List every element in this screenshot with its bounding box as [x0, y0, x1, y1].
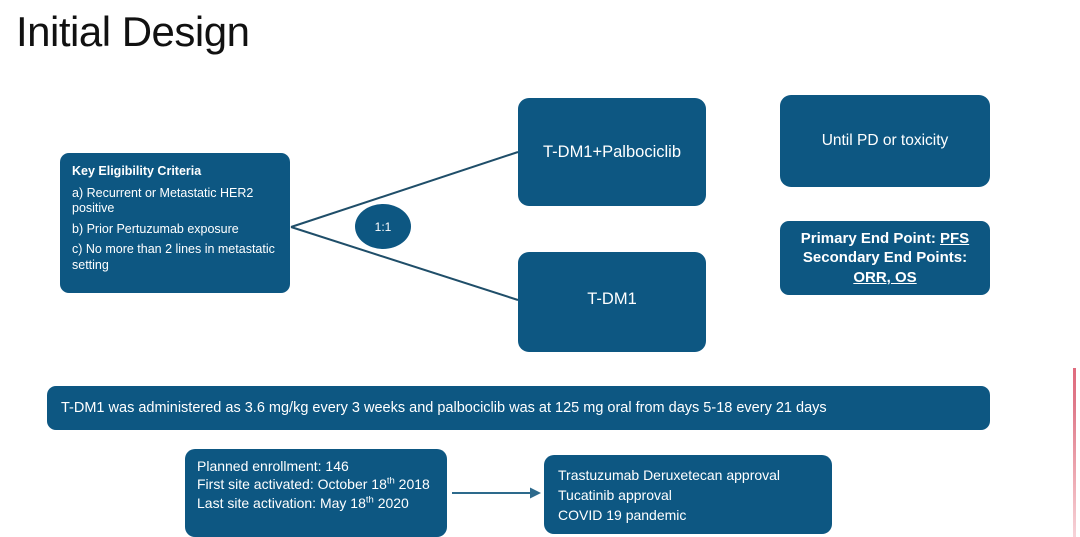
page-title: Initial Design: [16, 8, 250, 55]
enrollment-to-events-arrowhead: [530, 487, 541, 499]
eligibility-criteria-heading: Key Eligibility Criteria: [72, 164, 202, 178]
eligibility-criteria-box: Key Eligibility Criteria a) Recurrent or…: [60, 153, 290, 293]
first-site-ordinal: th: [386, 475, 395, 487]
first-site-activated-line: First site activated: October 18th 2018: [197, 475, 437, 493]
treatment-arm-2-box: T-DM1: [518, 252, 706, 352]
primary-endpoint-line: Primary End Point: PFS: [801, 229, 969, 249]
event-line-3: COVID 19 pandemic: [558, 506, 687, 523]
eligibility-criteria-item-c: c) No more than 2 lines in metastatic se…: [72, 242, 275, 272]
eligibility-criteria-item-a: a) Recurrent or Metastatic HER2 positive: [72, 185, 254, 216]
secondary-endpoint-value: ORR, OS: [853, 268, 917, 286]
secondary-endpoint-label: Secondary End Points:: [802, 249, 968, 267]
last-site-activation-line: Last site activation: May 18th 2020: [197, 494, 437, 512]
primary-endpoint-value: PFS: [940, 229, 970, 247]
planned-enrollment-line: Planned enrollment: 146: [197, 458, 349, 474]
randomization-ratio-circle: 1:1: [355, 204, 411, 249]
treatment-arm-1-box: T-DM1+Palbociclib: [518, 98, 706, 206]
event-line-1: Trastuzumab Deruxetecan approval: [558, 467, 781, 483]
primary-endpoint-label: Primary End Point:: [800, 229, 940, 247]
last-site-ordinal: th: [365, 494, 374, 506]
eligibility-criteria-item-b: b) Prior Pertuzumab exposure: [72, 221, 239, 236]
first-site-year: 2018: [394, 476, 430, 493]
dosing-text: T-DM1 was administered as 3.6 mg/kg ever…: [61, 400, 827, 416]
last-site-year: 2020: [373, 494, 409, 511]
secondary-endpoint-line: ORR, OS: [853, 268, 916, 288]
event-line-2: Tucatinib approval: [558, 486, 672, 503]
last-site-prefix: Last site activation: May 18: [197, 494, 366, 511]
first-site-prefix: First site activated: October 18: [197, 476, 387, 493]
endpoints-box: Primary End Point: PFS Secondary End Poi…: [780, 221, 990, 295]
external-events-box: Trastuzumab Deruxetecan approval Tucatin…: [544, 455, 832, 534]
right-edge-artifact: [1073, 368, 1076, 537]
dosing-banner: T-DM1 was administered as 3.6 mg/kg ever…: [47, 386, 990, 430]
enrollment-timeline-box: Planned enrollment: 146 First site activ…: [185, 449, 447, 537]
treatment-duration-box: Until PD or toxicity: [780, 95, 990, 187]
